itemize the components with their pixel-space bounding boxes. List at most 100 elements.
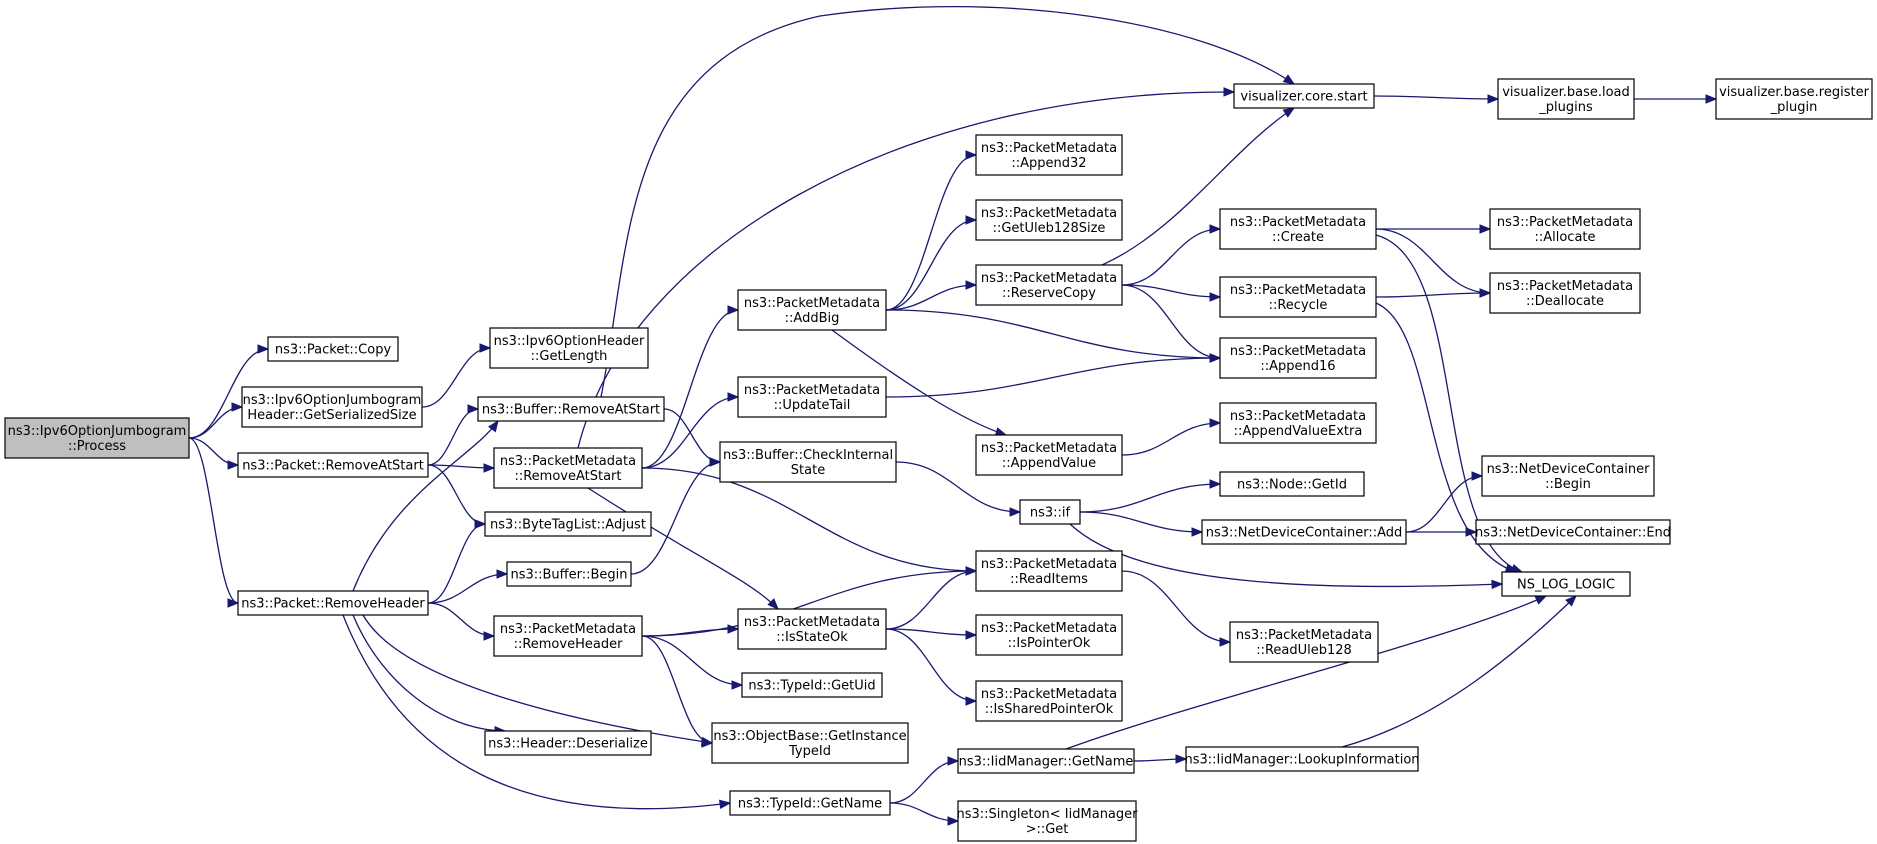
edge-line [889, 760, 959, 804]
node-create[interactable]: ns3::PacketMetadata::Create [1219, 208, 1377, 250]
arrowhead-icon [1534, 595, 1548, 605]
node-adjust[interactable]: ns3::ByteTagList::Adjust [484, 511, 652, 537]
node-bbegin[interactable]: ns3::Buffer::Begin [506, 561, 632, 587]
arrowhead-icon [1009, 507, 1022, 517]
node-label: ns3::PacketMetadata [500, 622, 636, 637]
node-nsif[interactable]: ns3::if [1019, 499, 1081, 525]
arrowhead-icon [1209, 353, 1222, 363]
node-getser[interactable]: ns3::Ipv6OptionJumbogramHeader::GetSeria… [241, 386, 423, 428]
node-allocate[interactable]: ns3::PacketMetadata::Allocate [1489, 208, 1641, 250]
edge-iidget-to-lookup [1133, 754, 1188, 764]
node-process[interactable]: ns3::Ipv6OptionJumbogram::Process [4, 417, 190, 459]
node-label: ns3::PacketMetadata [1230, 409, 1366, 424]
node-isshared[interactable]: ns3::PacketMetadata::IsSharedPointerOk [975, 680, 1123, 722]
node-bras[interactable]: ns3::Buffer::RemoveAtStart [477, 396, 665, 422]
node-box [484, 730, 652, 756]
edge-process-to-pras [188, 437, 240, 470]
node-append32[interactable]: ns3::PacketMetadata::Append32 [975, 134, 1123, 176]
edge-line [188, 437, 239, 466]
node-recycle[interactable]: ns3::PacketMetadata::Recycle [1219, 276, 1377, 318]
node-singleton[interactable]: ns3::Singleton< IidManager>::Get [956, 800, 1138, 842]
node-box [484, 511, 652, 537]
node-readitems[interactable]: ns3::PacketMetadata::ReadItems [975, 550, 1123, 592]
node-label: ns3::Ipv6OptionJumbogram [8, 424, 187, 439]
node-appval[interactable]: ns3::PacketMetadata::AppendValue [975, 434, 1123, 476]
edge-bras-to-vstart [600, 6, 1296, 398]
node-pmras[interactable]: ns3::PacketMetadata::RemoveAtStart [493, 447, 643, 489]
node-label: ns3::PacketMetadata [1230, 344, 1366, 359]
arrowhead-icon [1565, 595, 1577, 607]
node-getuid[interactable]: ns3::TypeId::GetUid [741, 672, 883, 698]
node-label: ns3::PacketMetadata [981, 621, 1117, 636]
edge-line [630, 461, 721, 575]
node-ndcadd[interactable]: ns3::NetDeviceContainer::Add [1201, 519, 1407, 545]
arrowhead-icon [731, 680, 744, 690]
node-ndcbegin[interactable]: ns3::NetDeviceContainer::Begin [1481, 455, 1655, 497]
node-nslog[interactable]: NS_LOG_LOGIC [1501, 571, 1631, 597]
node-vstart[interactable]: visualizer.core.start [1233, 83, 1375, 109]
node-label: ::IsSharedPointerOk [985, 702, 1114, 717]
node-label: ns3::PacketMetadata [981, 441, 1117, 456]
node-appvalx[interactable]: ns3::PacketMetadata::AppendValueExtra [1219, 402, 1377, 444]
edge-pras-to-adjust [427, 464, 487, 529]
node-label: ns3::IidManager::GetName [959, 755, 1134, 770]
node-pmrh[interactable]: ns3::PacketMetadata::RemoveHeader [493, 615, 643, 657]
node-dealloc[interactable]: ns3::PacketMetadata::Deallocate [1489, 272, 1641, 314]
edge-ndcadd-to-ndcbegin [1405, 471, 1484, 533]
node-ndcend[interactable]: ns3::NetDeviceContainer::End [1475, 519, 1671, 545]
node-getuleb[interactable]: ns3::PacketMetadata::GetUleb128Size [975, 199, 1123, 241]
node-updtail[interactable]: ns3::PacketMetadata::UpdateTail [737, 376, 887, 418]
node-box [4, 417, 190, 459]
edge-line [1341, 595, 1577, 748]
node-pras[interactable]: ns3::Packet::RemoveAtStart [237, 452, 429, 478]
node-label: visualizer.base.register [1719, 85, 1870, 100]
node-reserve[interactable]: ns3::PacketMetadata::ReserveCopy [975, 264, 1123, 306]
node-box [241, 386, 423, 428]
node-append16[interactable]: ns3::PacketMetadata::Append16 [1219, 337, 1377, 379]
node-vreg[interactable]: visualizer.base.register_plugin [1715, 78, 1873, 120]
node-isok[interactable]: ns3::PacketMetadata::IsStateOk [737, 608, 887, 650]
edge-line [352, 614, 506, 732]
node-lookup[interactable]: ns3::IidManager::LookupInformation [1184, 746, 1420, 772]
node-label: ::AppendValueExtra [1234, 424, 1363, 439]
node-copy[interactable]: ns3::Packet::Copy [267, 336, 399, 362]
arrowhead-icon [1209, 224, 1222, 234]
edge-pmrh-to-getuid [641, 635, 744, 690]
node-label: ns3::NetDeviceContainer::Add [1206, 526, 1403, 541]
edge-create-to-dealloc [1375, 228, 1492, 298]
node-iidget[interactable]: ns3::IidManager::GetName [957, 748, 1135, 774]
arrowhead-icon [488, 419, 499, 433]
nodes-layer: ns3::Ipv6OptionJumbogram::Processns3::Pa… [4, 78, 1873, 842]
edge-pmras-to-vstart [577, 87, 1236, 449]
node-label: >::Get [1026, 822, 1069, 837]
arrowhead-icon [965, 150, 978, 160]
node-box [493, 615, 643, 657]
node-label: ns3::PacketMetadata [1236, 628, 1372, 643]
node-label: ::Deallocate [1526, 294, 1604, 309]
edge-line [641, 635, 713, 744]
edge-line [1121, 570, 1231, 643]
node-addbig[interactable]: ns3::PacketMetadata::AddBig [737, 289, 887, 331]
node-label: ::Recycle [1269, 298, 1328, 313]
node-readuleb[interactable]: ns3::PacketMetadata::ReadUleb128 [1229, 621, 1379, 663]
node-label: ns3::Header::Deserialize [488, 737, 648, 752]
node-label: ::UpdateTail [774, 398, 851, 413]
node-label: ::RemoveAtStart [514, 469, 621, 484]
node-vload[interactable]: visualizer.base.load_plugins [1497, 78, 1635, 120]
node-prh[interactable]: ns3::Packet::RemoveHeader [237, 590, 429, 616]
edge-addbig-to-getuleb [885, 215, 978, 311]
arrowhead-icon [947, 816, 960, 826]
node-box [737, 289, 887, 331]
node-isptr[interactable]: ns3::PacketMetadata::IsPointerOk [975, 614, 1123, 656]
node-box [957, 800, 1137, 842]
node-tgetname[interactable]: ns3::TypeId::GetName [729, 790, 891, 816]
edge-line [1121, 228, 1221, 286]
node-box [237, 452, 429, 478]
edge-pras-to-pmras [427, 463, 496, 473]
node-getlen[interactable]: ns3::Ipv6OptionHeader::GetLength [489, 327, 649, 369]
arrowhead-icon [965, 566, 978, 576]
node-nodegetid[interactable]: ns3::Node::GetId [1219, 471, 1365, 497]
node-deser[interactable]: ns3::Header::Deserialize [484, 730, 652, 756]
